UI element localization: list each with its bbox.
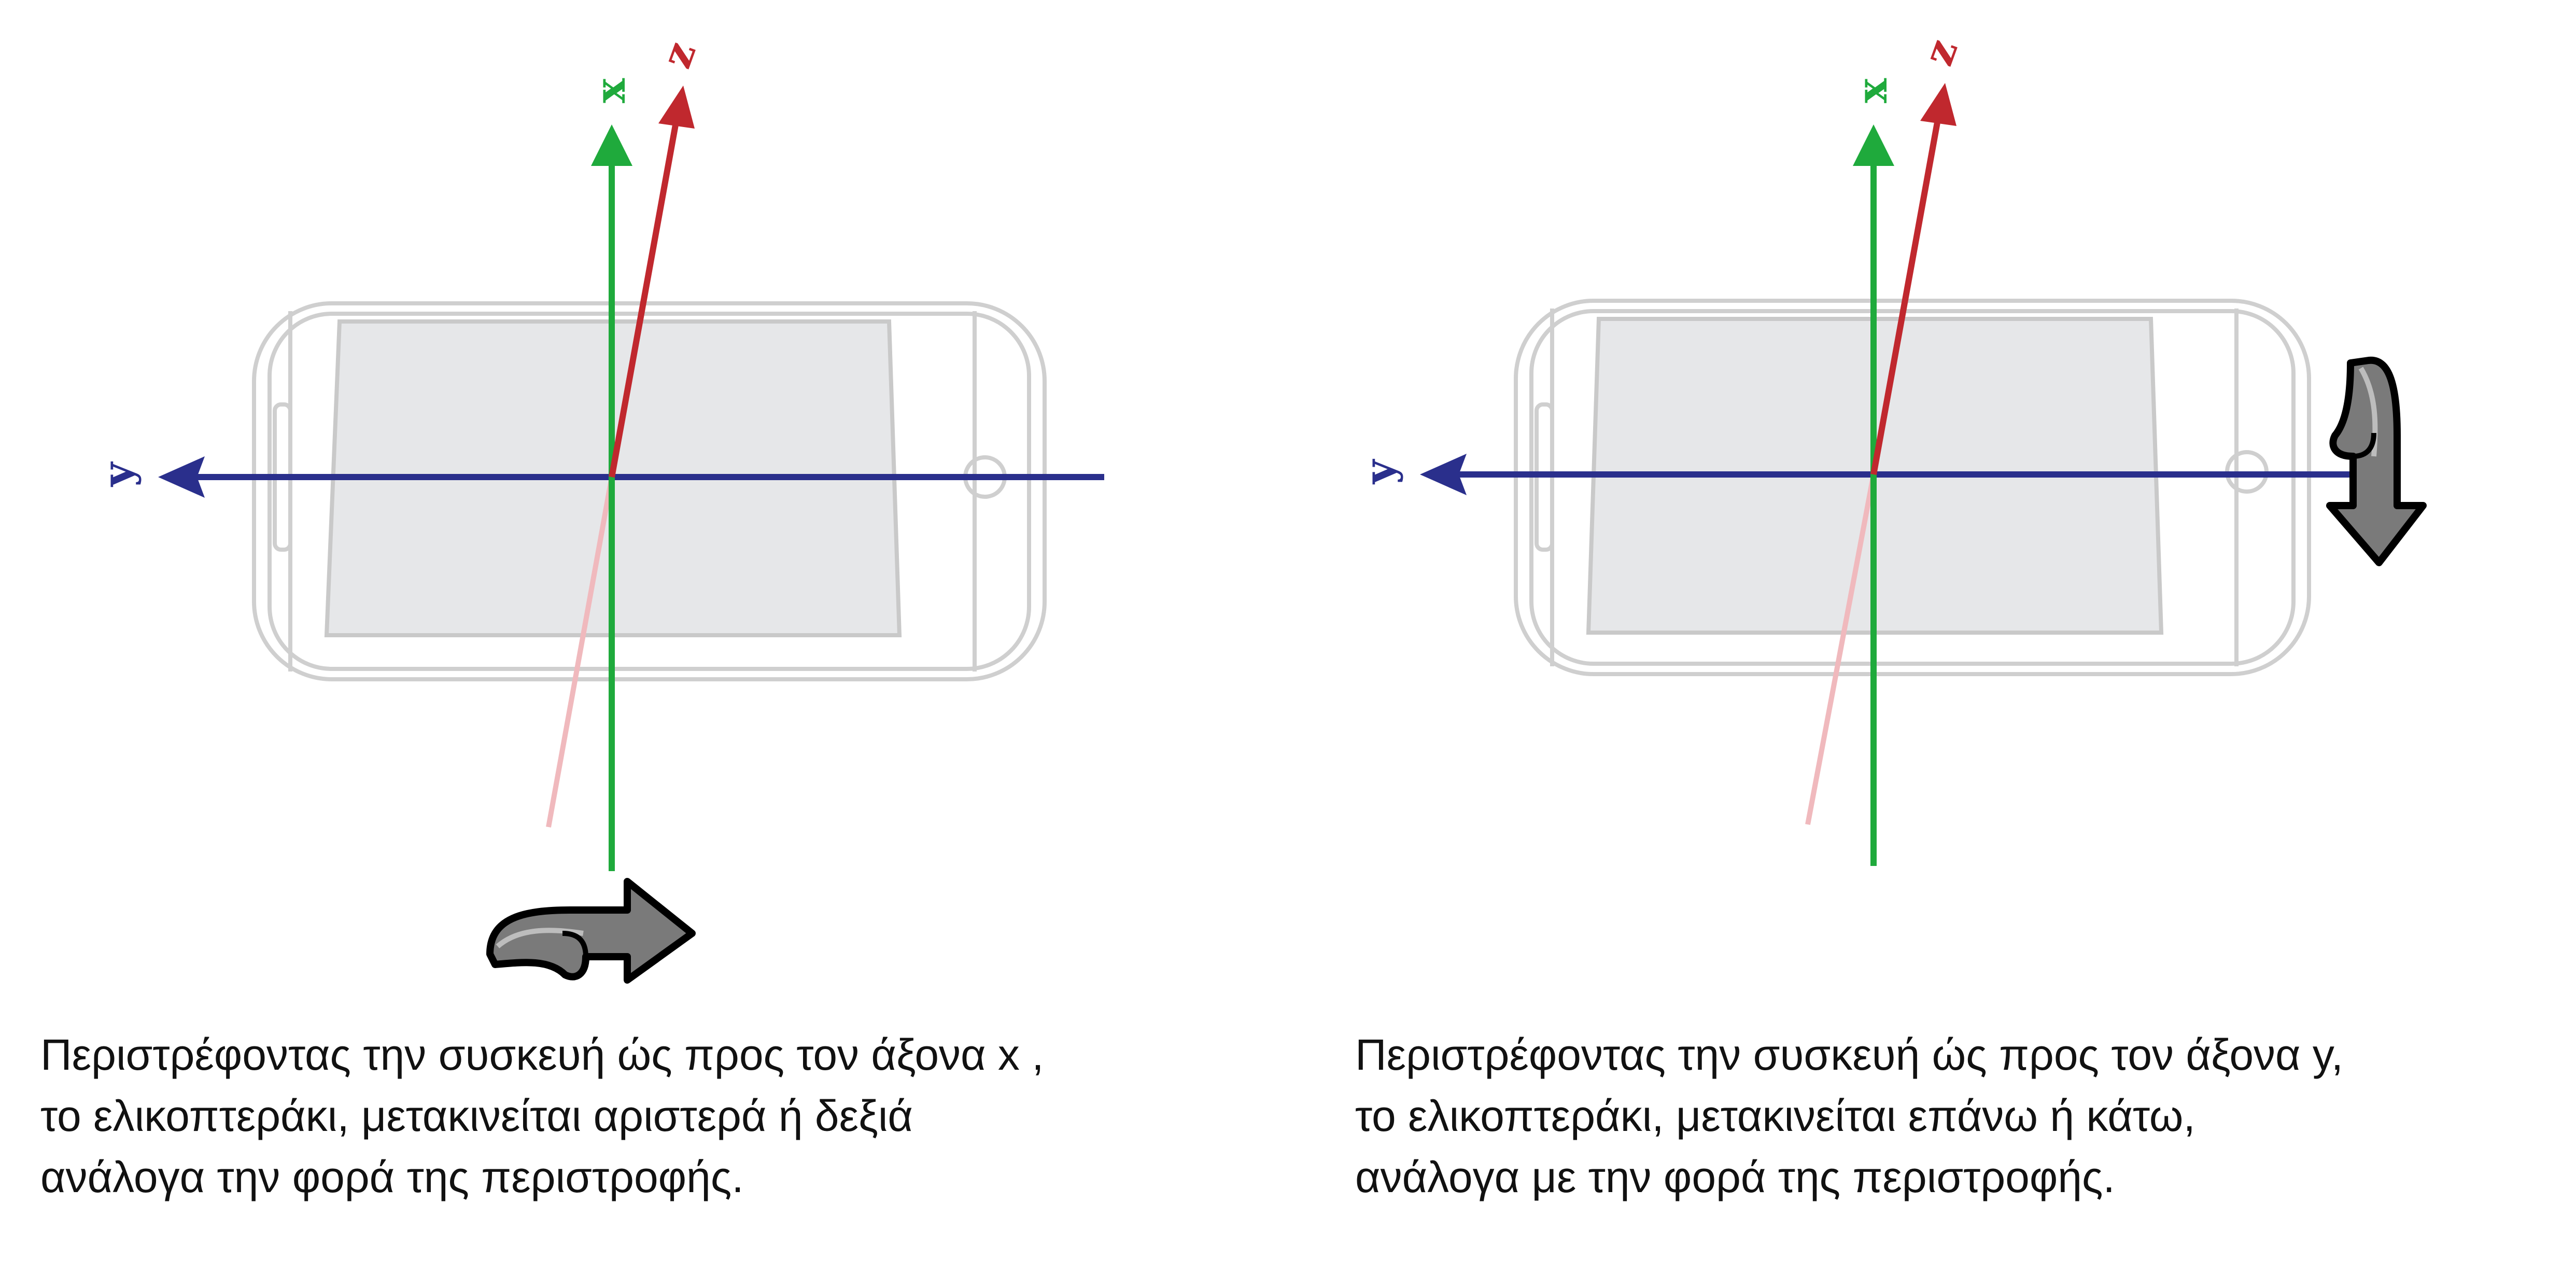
- y-axis-label: y: [1355, 458, 1404, 485]
- caption-line: ανάλογα την φορά της περιστροφής.: [40, 1153, 744, 1201]
- diagram-x-axis-rotation: x z y Περιστρέφοντας την συσκευή ώς προς…: [40, 35, 1285, 1208]
- y-axis: [1420, 454, 2376, 495]
- z-axis: [609, 86, 695, 478]
- caption-line: το ελικοπτεράκι, μετακινείται αριστερά ή…: [40, 1092, 913, 1140]
- z-axis-label: z: [652, 35, 706, 74]
- z-axis-label: z: [1913, 33, 1967, 72]
- curved-arrow-right-icon: [486, 878, 696, 984]
- caption-line: ανάλογα με την φορά της περιστροφής.: [1355, 1153, 2115, 1201]
- x-axis-label: x: [586, 78, 635, 103]
- z-axis-back: [1805, 474, 1876, 825]
- x-axis: [591, 124, 632, 871]
- caption-line: Περιστρέφοντας την συσκευή ώς προς τον ά…: [40, 1030, 1044, 1079]
- diagram-y-axis-rotation: x z y Περιστρέφοντας την συσκευή ώς προς…: [1288, 0, 2575, 1287]
- x-axis: [1853, 124, 1894, 866]
- caption-line: το ελικοπτεράκι, μετακινείται επάνω ή κά…: [1355, 1092, 2195, 1140]
- y-axis-label: y: [93, 461, 142, 487]
- phone-axes-figure: x z y: [1355, 33, 2427, 866]
- y-axis: [158, 456, 1104, 498]
- phone-axes-figure: x z y: [93, 35, 1104, 984]
- x-axis-label: x: [1848, 78, 1896, 103]
- z-axis: [1870, 83, 1956, 475]
- caption-line: Περιστρέφοντας την συσκευή ώς προς τον ά…: [1355, 1030, 2344, 1079]
- caption-y-axis: Περιστρέφοντας την συσκευή ώς προς τον ά…: [1355, 1024, 2576, 1208]
- curved-arrow-down-icon: [2326, 356, 2427, 566]
- z-axis-back: [546, 477, 614, 828]
- caption-x-axis: Περιστρέφοντας την συσκευή ώς προς τον ά…: [40, 1024, 1285, 1208]
- phone-outline: [1514, 299, 2311, 676]
